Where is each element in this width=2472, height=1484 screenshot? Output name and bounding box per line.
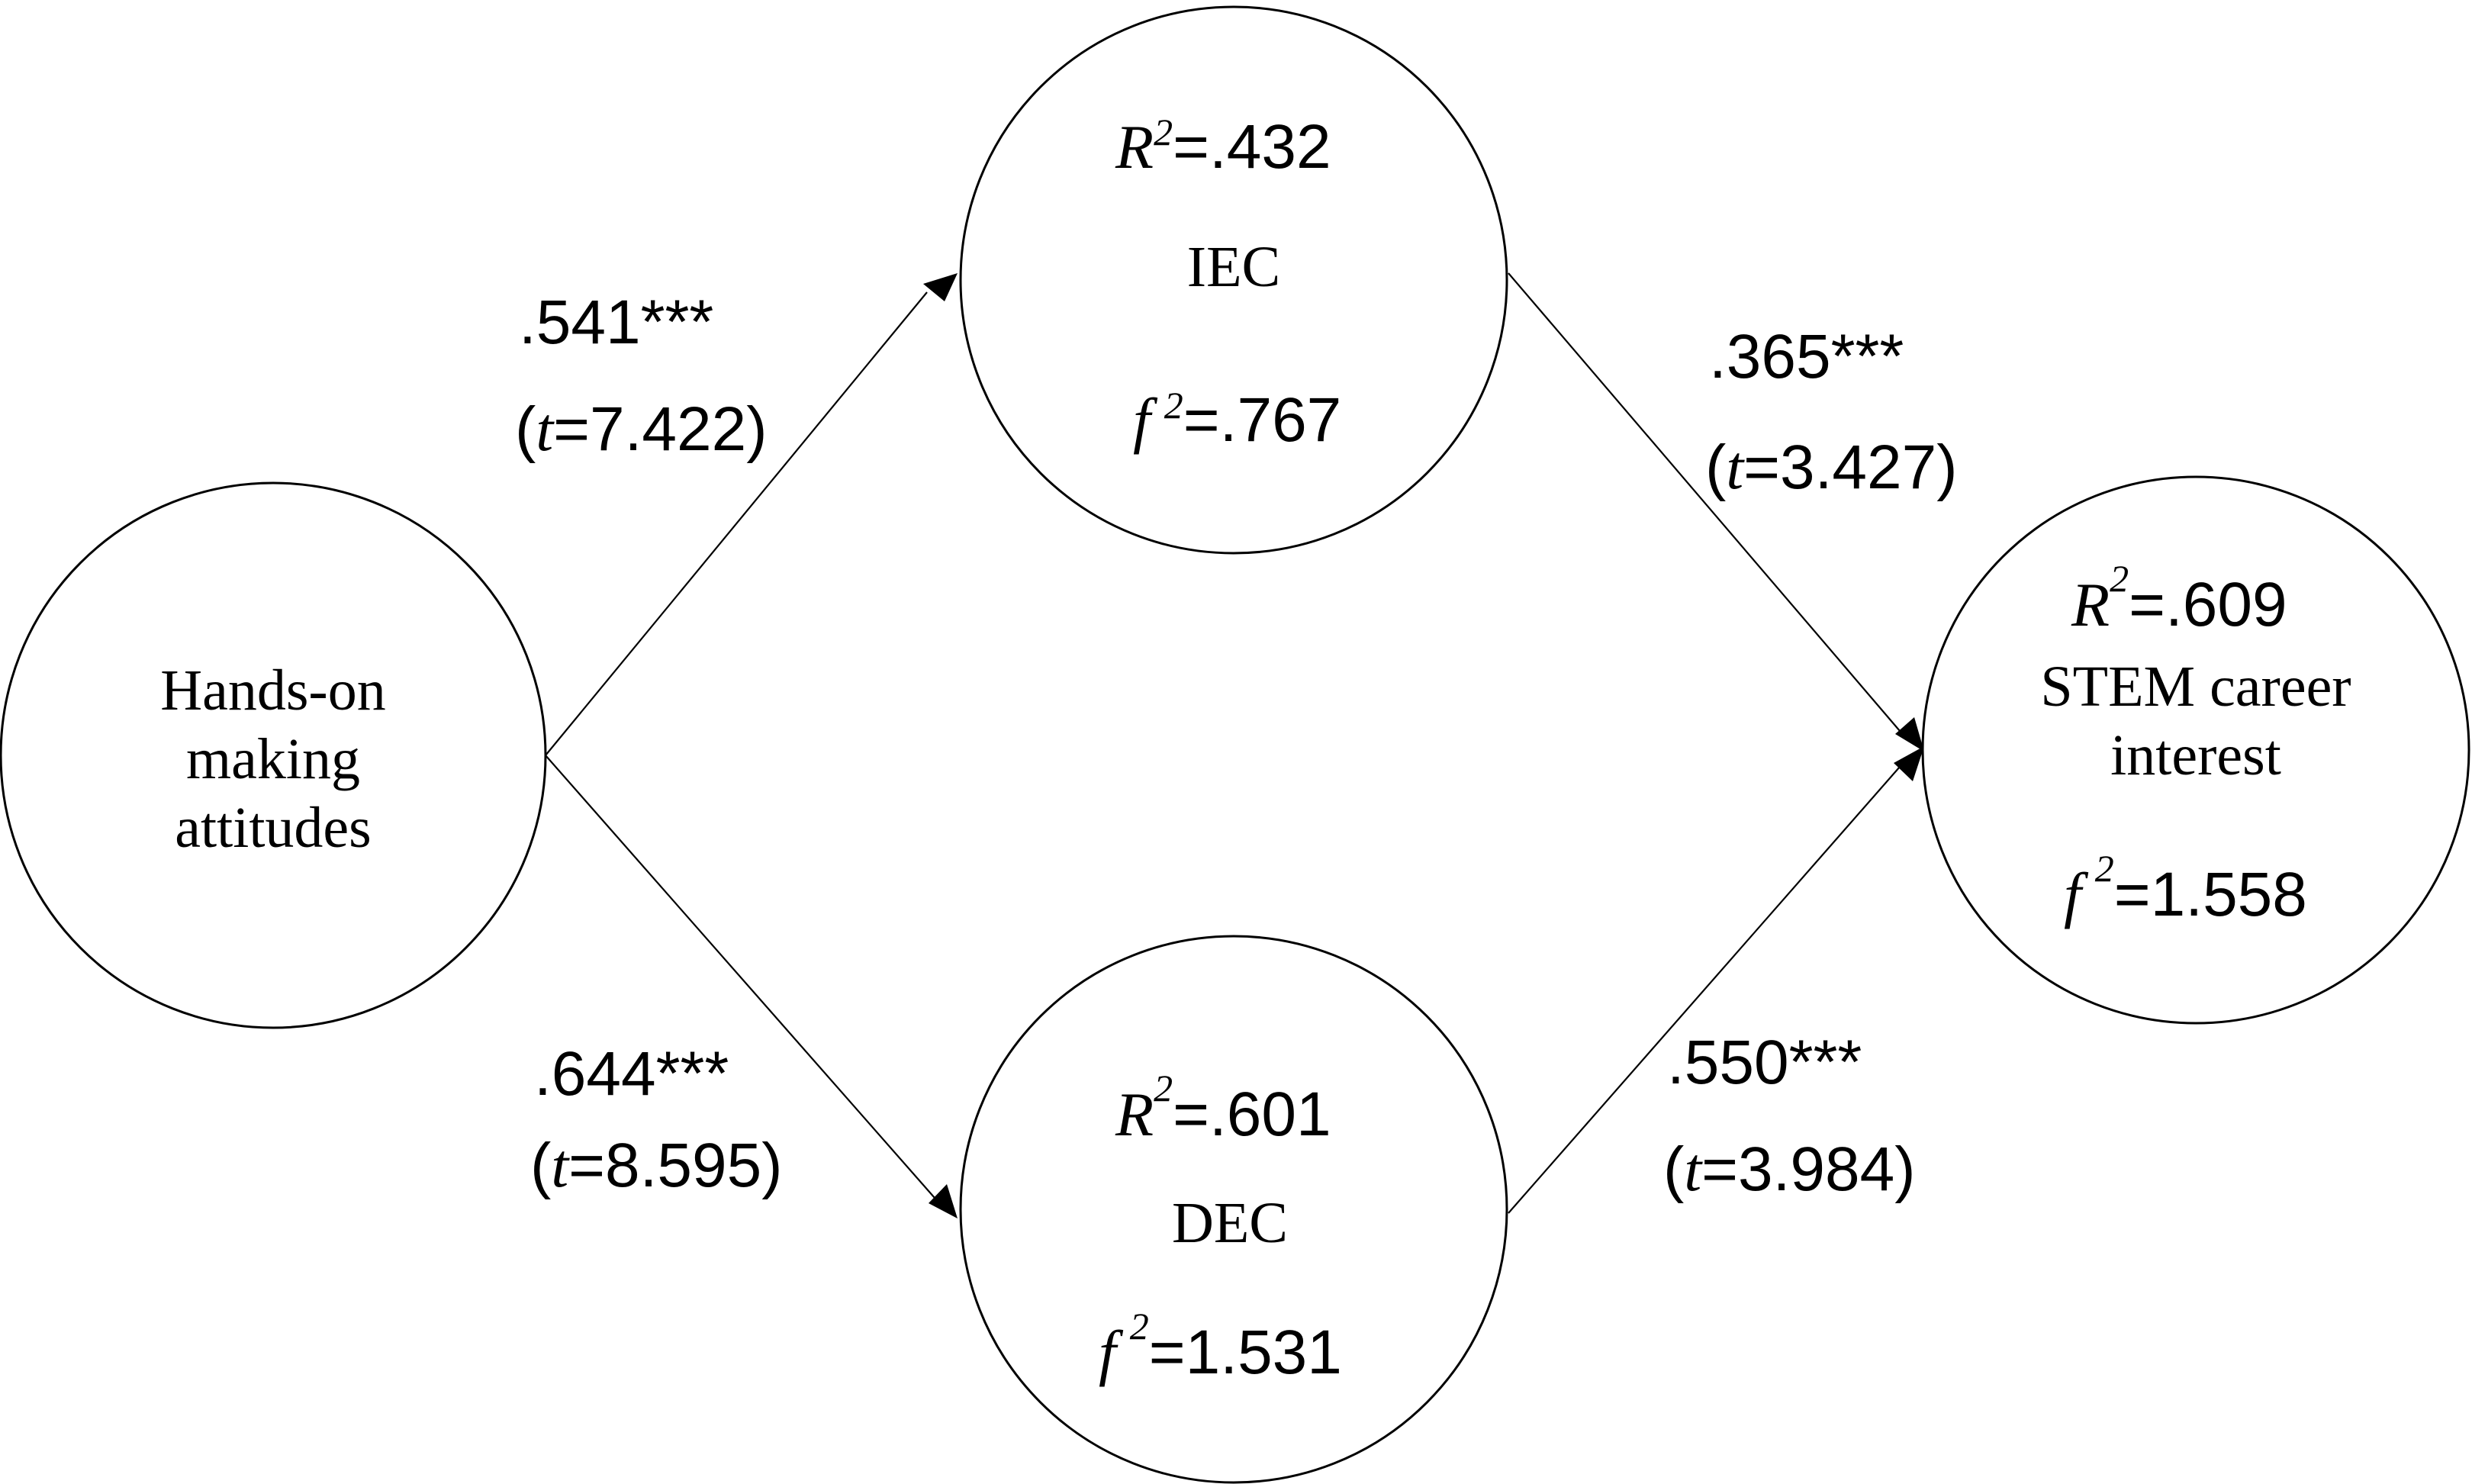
- arrow-hands-to-dec: [545, 755, 935, 1199]
- dec-r2-sup: 2: [1154, 1067, 1173, 1109]
- arrow-dec-to-stem: [1508, 766, 1901, 1214]
- t-hands-dec-sym: t: [551, 1131, 570, 1200]
- stem-r2-sup: 2: [2110, 557, 2129, 600]
- dec-f2-sup: 2: [1130, 1305, 1149, 1347]
- t-hands-dec: (t=8.595): [530, 1131, 783, 1200]
- iec-f2-sup: 2: [1164, 384, 1183, 427]
- node-dec: [959, 935, 1508, 1484]
- arrowhead-hands-to-dec: [929, 1184, 958, 1218]
- t-hands-dec-open: (: [530, 1131, 551, 1200]
- t-dec-stem-open: (: [1663, 1135, 1684, 1204]
- hands-on-label-line1: Hands-on: [160, 658, 386, 723]
- t-hands-iec-val: =7.422): [553, 394, 767, 464]
- stem-r2-value: =.609: [2129, 570, 2287, 639]
- hands-on-label-line3: attitudes: [175, 796, 372, 860]
- stem-f2-value: =1.558: [2114, 860, 2307, 929]
- dec-label: DEC: [1172, 1191, 1288, 1255]
- t-iec-stem-open: (: [1705, 433, 1726, 502]
- arrowhead-iec-to-stem: [1895, 717, 1924, 752]
- arrowhead-dec-to-stem: [1894, 746, 1924, 781]
- t-iec-stem-sym: t: [1726, 433, 1745, 502]
- stem-label-line1: STEM career: [2040, 655, 2351, 719]
- node-stem-career-interest: [1921, 475, 2470, 1025]
- iec-r2-sup: 2: [1154, 111, 1173, 153]
- t-dec-stem-val: =3.984): [1701, 1135, 1915, 1204]
- node-iec: [959, 5, 1508, 555]
- coef-dec-stem: .550***: [1667, 1028, 1862, 1097]
- dec-r2-symbol: R: [1115, 1080, 1154, 1149]
- arrow-hands-to-iec: [545, 291, 928, 756]
- iec-r2-symbol: R: [1115, 112, 1154, 182]
- hands-on-label-line2: making: [186, 727, 360, 791]
- dec-r2: R2=.601: [1115, 1067, 1331, 1149]
- t-hands-iec: (t=7.422): [515, 394, 768, 464]
- t-dec-stem-sym: t: [1684, 1135, 1703, 1204]
- t-hands-iec-open: (: [515, 394, 536, 464]
- t-hands-dec-val: =8.595): [568, 1131, 782, 1200]
- t-iec-stem-val: =3.427): [1743, 433, 1957, 502]
- stem-r2-symbol: R: [2071, 570, 2110, 639]
- stem-r2: R2=.609: [2071, 557, 2287, 639]
- arrow-iec-to-stem: [1508, 272, 1901, 732]
- node-hands-on-making-attitudes: [0, 481, 547, 1029]
- t-dec-stem: (t=3.984): [1663, 1135, 1916, 1204]
- iec-label: IEC: [1187, 235, 1280, 299]
- iec-r2: R2=.432: [1115, 111, 1331, 182]
- stem-label-line2: interest: [2110, 723, 2281, 787]
- dec-f2-value: =1.531: [1149, 1318, 1342, 1387]
- iec-r2-value: =.432: [1173, 112, 1331, 182]
- t-hands-iec-sym: t: [536, 394, 555, 464]
- coef-hands-iec: .541***: [519, 288, 713, 357]
- stem-f2-sup: 2: [2095, 847, 2114, 890]
- iec-f2-value: =.767: [1183, 385, 1341, 455]
- coef-hands-dec: .644***: [534, 1039, 729, 1109]
- t-iec-stem: (t=3.427): [1705, 433, 1958, 502]
- coef-iec-stem: .365***: [1709, 322, 1904, 391]
- arrowhead-hands-to-iec: [923, 273, 958, 301]
- dec-r2-value: =.601: [1173, 1080, 1331, 1149]
